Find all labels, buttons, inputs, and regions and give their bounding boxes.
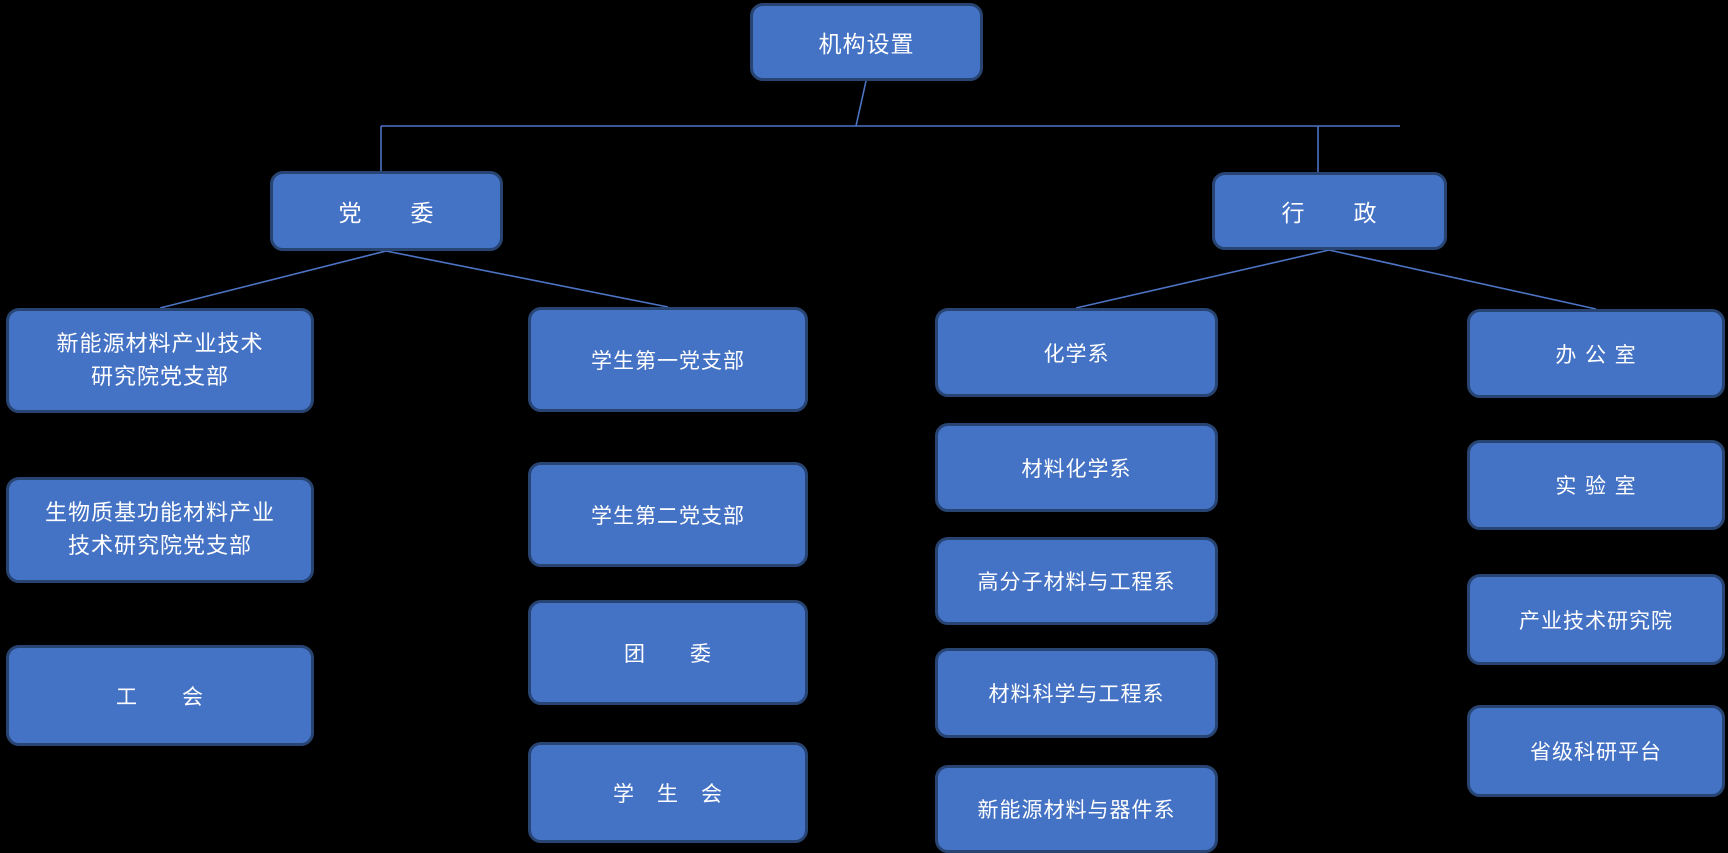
node-new-energy-party-branch: 新能源材料产业技术 研究院党支部 xyxy=(6,308,314,413)
edge-party-to-student1 xyxy=(385,250,669,308)
node-office: 办 公 室 xyxy=(1467,309,1725,398)
node-industrial-tech-institute: 产业技术研究院 xyxy=(1467,574,1725,665)
node-materials-science-dept: 材料科学与工程系 xyxy=(935,648,1218,738)
node-laboratory: 实 验 室 xyxy=(1467,440,1725,530)
node-administration: 行 政 xyxy=(1212,172,1447,250)
edge-admin-to-office xyxy=(1328,249,1597,310)
node-biomass-party-branch: 生物质基功能材料产业 技术研究院党支部 xyxy=(6,477,314,583)
node-chemistry-dept: 化学系 xyxy=(935,308,1218,397)
node-party-committee: 党 委 xyxy=(270,171,503,251)
node-student-party-branch-1: 学生第一党支部 xyxy=(528,307,808,412)
node-provincial-research-platform: 省级科研平台 xyxy=(1467,705,1725,797)
node-org-structure: 机构设置 xyxy=(750,3,983,81)
node-polymer-engineering-dept: 高分子材料与工程系 xyxy=(935,537,1218,625)
node-student-union: 学 生 会 xyxy=(528,742,808,843)
node-labor-union: 工 会 xyxy=(6,645,314,746)
edge-root-to-bus xyxy=(855,80,867,127)
node-student-party-branch-2: 学生第二党支部 xyxy=(528,462,808,567)
node-youth-league: 团 委 xyxy=(528,600,808,705)
edge-admin-to-chemistry xyxy=(1075,249,1330,309)
node-new-energy-devices-dept: 新能源材料与器件系 xyxy=(935,765,1218,853)
edge-party-to-branch1 xyxy=(159,250,387,309)
node-materials-chemistry-dept: 材料化学系 xyxy=(935,423,1218,512)
